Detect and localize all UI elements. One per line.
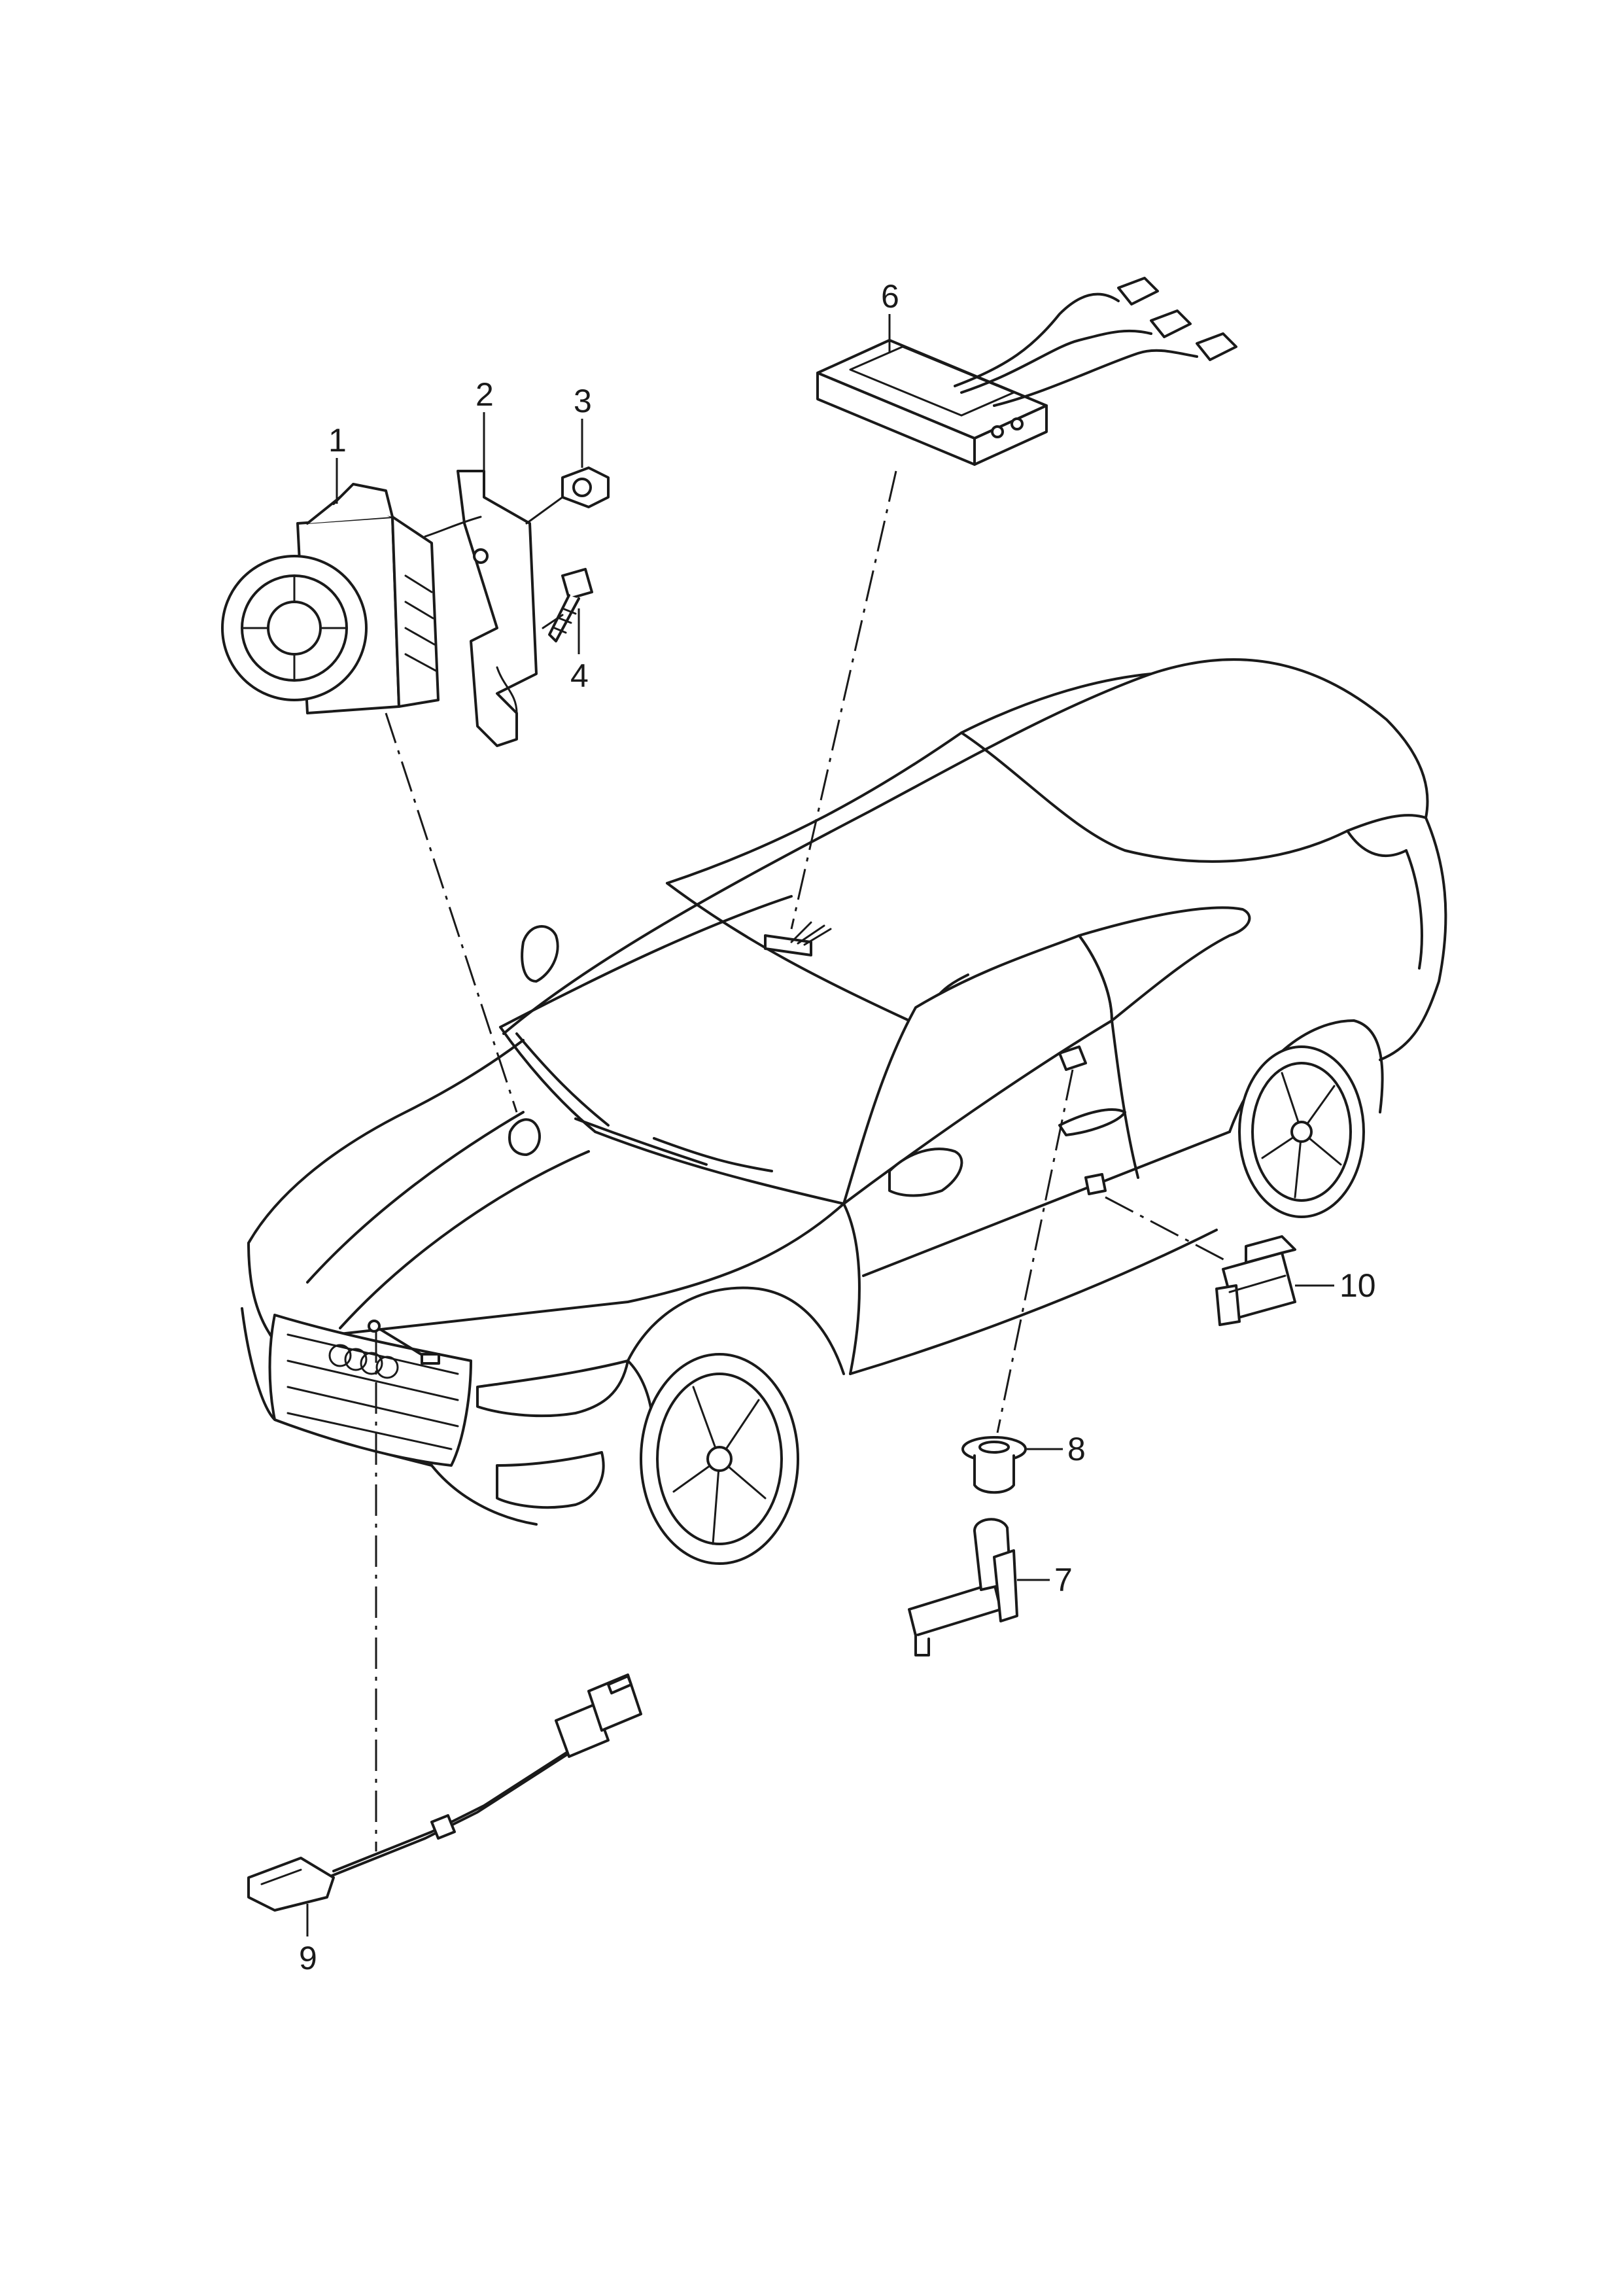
callout-7: 7 <box>1054 1562 1073 1598</box>
part-1-alarm-horn <box>221 483 440 714</box>
car-illustration <box>241 658 1447 1565</box>
callout-leaders <box>306 314 1334 1936</box>
assignment-lines <box>375 470 1230 1851</box>
audi-rings-badge <box>328 1344 399 1379</box>
callout-10: 10 <box>1339 1267 1376 1304</box>
part-8-grommet <box>961 1436 1027 1494</box>
part-3-nut <box>561 466 610 508</box>
callout-8: 8 <box>1067 1431 1086 1467</box>
part-7-sensor <box>908 1518 1018 1656</box>
callout-2: 2 <box>475 376 494 413</box>
part-10-switch <box>1215 1235 1296 1326</box>
marker-switch <box>1084 1173 1107 1195</box>
callout-9: 9 <box>299 1940 317 1976</box>
part-9-wiring-harness <box>247 1673 642 1912</box>
part-4-screw <box>548 568 593 642</box>
marker-door-sensor <box>1058 1045 1087 1071</box>
callout-labels: 1 2 3 4 6 7 8 9 10 <box>299 278 1376 1976</box>
callout-4: 4 <box>570 657 589 694</box>
part-2-bracket <box>457 470 538 747</box>
marker-module-location <box>764 934 812 956</box>
part-6-control-module <box>816 277 1237 466</box>
callout-3: 3 <box>574 383 592 419</box>
marker-horn-location <box>508 1118 541 1156</box>
callout-6: 6 <box>881 278 899 315</box>
callout-1: 1 <box>328 422 347 459</box>
